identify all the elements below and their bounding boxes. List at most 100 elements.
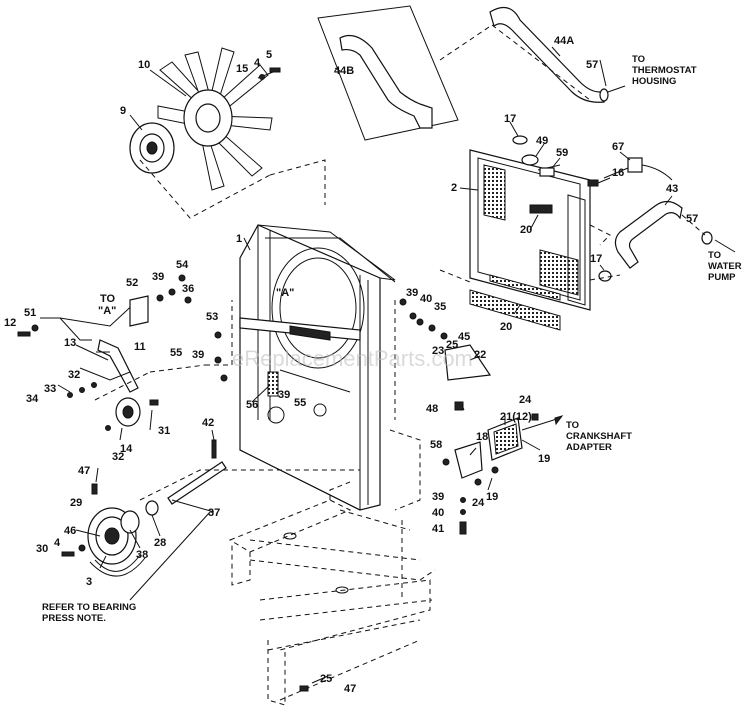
- callout-36: 36: [182, 283, 194, 295]
- callout-57b: 57: [686, 213, 698, 225]
- note-bearing-line2: PRESS NOTE.: [42, 613, 106, 624]
- fan-center: [195, 103, 221, 133]
- callout-12: 12: [4, 317, 16, 329]
- callout-51: 51: [24, 307, 36, 319]
- bolt-12: [17, 331, 31, 337]
- bracket-11: [97, 339, 139, 393]
- callout-56: 56: [246, 399, 258, 411]
- shaft-37: [167, 461, 227, 505]
- callout-39a: 39: [152, 271, 164, 283]
- callout-24a: 24: [519, 394, 532, 406]
- callout-24b: 24: [472, 497, 485, 509]
- hose-44a: [439, 6, 626, 103]
- callout-41: 41: [432, 523, 444, 535]
- crank-adapter: [442, 413, 564, 535]
- callout-40a: 40: [420, 293, 432, 305]
- callout-17b: 17: [590, 253, 602, 265]
- callout-10: 10: [138, 59, 150, 71]
- rail-20: [469, 289, 561, 331]
- fan-assembly: [129, 47, 281, 191]
- washer-51: [31, 324, 39, 332]
- callout-32b: 32: [112, 451, 124, 463]
- callout-18: 18: [476, 431, 488, 443]
- sensor-67: [603, 157, 673, 181]
- callout-35: 35: [434, 301, 446, 313]
- callout-44a: 44A: [554, 35, 574, 47]
- bearing-38: [120, 510, 140, 534]
- tensioner-assembly: [17, 274, 233, 431]
- callout-9: 9: [120, 105, 126, 117]
- clamp-17: [512, 135, 528, 145]
- radiator: [469, 135, 599, 331]
- callout-57a: 57: [586, 59, 598, 71]
- callout-55a: 55: [170, 347, 182, 359]
- callout-4a: 4: [254, 57, 261, 69]
- drive-shaft-assembly: [61, 439, 361, 577]
- leader-lines: [57, 46, 673, 601]
- fitting-16: [587, 179, 599, 187]
- sensor-59: [539, 167, 555, 177]
- note-view-a-left-line2: "A": [98, 305, 116, 317]
- bearing-28: [145, 500, 159, 516]
- note-crankshaft-line1: TO: [566, 420, 579, 431]
- hose-44b-box: [317, 5, 459, 141]
- bracket-22: [444, 344, 492, 381]
- callout-22: 22: [474, 349, 486, 361]
- callout-11: 11: [134, 341, 146, 353]
- skid-base: [228, 481, 436, 706]
- callout-3: 3: [86, 576, 92, 588]
- callout-39e: 39: [432, 491, 444, 503]
- callout-44b: 44B: [334, 65, 354, 77]
- callout-21: 21(12): [500, 411, 532, 423]
- callout-13: 13: [64, 337, 76, 349]
- bolt-5: [269, 67, 281, 73]
- callout-52: 52: [126, 277, 138, 289]
- bracket-20: [529, 204, 553, 214]
- callout-39d: 39: [278, 389, 290, 401]
- note-view-a-center: "A": [276, 287, 294, 299]
- note-view-a-left-line1: TO: [100, 293, 116, 305]
- callout-55b: 55: [294, 397, 306, 409]
- callout-33: 33: [44, 383, 56, 395]
- callout-5: 5: [266, 49, 272, 61]
- note-bearing-line1: REFER TO BEARING: [42, 602, 136, 613]
- callout-20a: 20: [520, 224, 532, 236]
- note-crankshaft-line2: CRANKSHAFT: [566, 431, 632, 442]
- shroud-frame: [239, 224, 396, 511]
- callout-45: 45: [458, 331, 470, 343]
- callout-39c: 39: [192, 349, 204, 361]
- callout-17a: 17: [504, 113, 516, 125]
- bracket-56: [267, 371, 279, 397]
- callout-20b: 20: [500, 321, 512, 333]
- callout-15: 15: [236, 63, 248, 75]
- callout-40b: 40: [432, 507, 444, 519]
- callout-19b: 19: [486, 491, 498, 503]
- callout-2: 2: [451, 182, 457, 194]
- callout-53: 53: [206, 311, 218, 323]
- callout-38: 38: [136, 549, 148, 561]
- callout-34: 34: [26, 393, 39, 405]
- clamp-17b: [598, 270, 612, 282]
- callout-30: 30: [36, 543, 48, 555]
- callout-23: 23: [432, 345, 444, 357]
- callout-54: 54: [176, 259, 189, 271]
- callout-31: 31: [158, 425, 170, 437]
- callout-59: 59: [556, 147, 568, 159]
- note-thermostat-line2: THERMOSTAT: [632, 65, 697, 76]
- note-water-pump-line3: PUMP: [708, 272, 736, 283]
- callout-14: 14: [120, 443, 133, 455]
- watermark: eReplacementParts.com: [232, 346, 473, 371]
- callout-49: 49: [536, 135, 548, 147]
- note-water-pump-line1: TO: [708, 250, 721, 261]
- note-thermostat-line3: HOUSING: [632, 76, 676, 87]
- callout-16: 16: [612, 167, 624, 179]
- callout-48: 48: [426, 403, 438, 415]
- callout-29: 29: [70, 497, 82, 509]
- callout-25b: 25: [320, 673, 332, 685]
- callout-58: 58: [430, 439, 442, 451]
- callout-4b: 4: [54, 537, 61, 549]
- bolt-48: [454, 401, 464, 411]
- callout-39b: 39: [406, 287, 418, 299]
